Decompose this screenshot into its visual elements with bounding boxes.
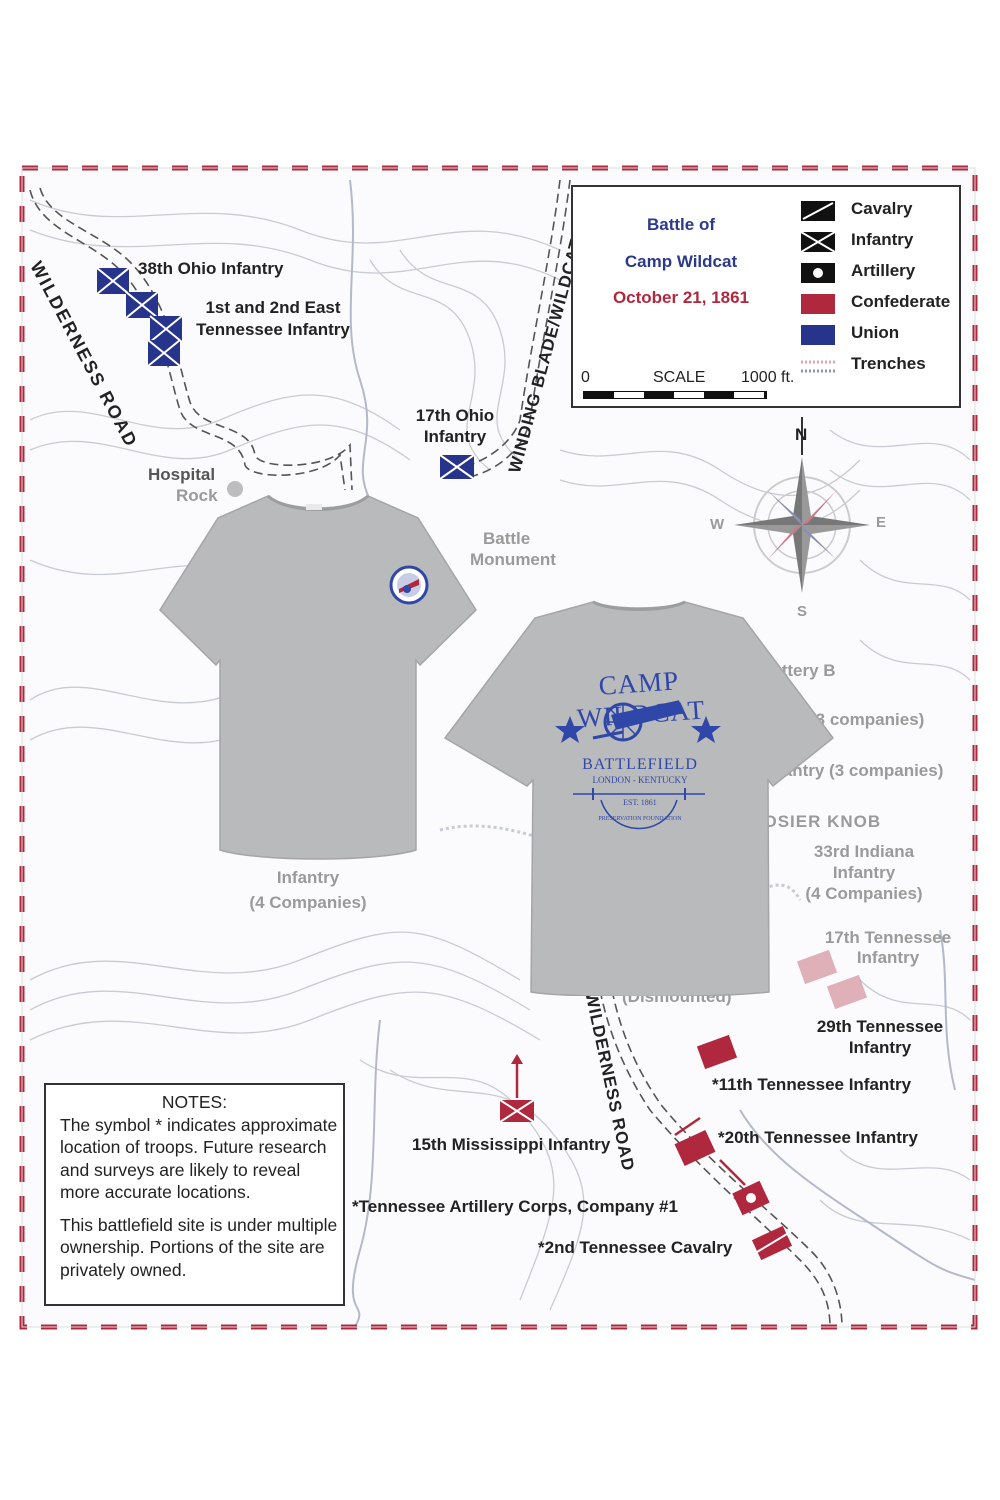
label-17th-tn-2: Infantry	[856, 948, 920, 967]
map-legend: Battle of Camp Wildcat October 21, 1861 …	[571, 185, 961, 408]
compass-s: S	[797, 603, 808, 620]
label-rock: Rock	[176, 486, 218, 505]
compass-rose	[734, 417, 870, 593]
scale-zero: 0	[581, 369, 590, 386]
notes-box: NOTES: The symbol * indicates approximat…	[44, 1083, 345, 1306]
streams	[349, 179, 976, 1328]
label-38th-ohio: 38th Ohio Infantry	[138, 259, 284, 278]
label-tn-artillery: *Tennessee Artillery Corps, Company #1	[352, 1197, 678, 1216]
cannon-icon	[592, 700, 683, 742]
legend-title-1: Battle of	[647, 215, 715, 234]
compass-w: W	[710, 516, 725, 533]
notes-para-2: This battlefield site is under multiple …	[60, 1214, 338, 1280]
scale-label: SCALE	[653, 369, 706, 386]
roads	[29, 179, 843, 1328]
scale-bar: 0 SCALE 1000 ft.	[581, 369, 821, 399]
label-15th-mississippi: 15th Mississippi Infantry	[412, 1135, 611, 1154]
scale-max: 1000 ft.	[741, 369, 795, 386]
label-hospital: Hospital	[148, 465, 216, 484]
back-print-location: LONDON - KENTUCKY	[592, 775, 688, 785]
star-left-icon	[555, 716, 585, 743]
label-17th-tn-1: 17th Tennessee	[824, 928, 952, 947]
tshirt-front	[159, 494, 477, 860]
label-companies: (3 companies)	[810, 710, 925, 729]
label-29th-tn-1: 29th Tennessee	[816, 1017, 944, 1036]
confederate-unit-symbols	[499, 949, 868, 1261]
label-33rd-indiana-2: Infantry	[832, 863, 896, 882]
infantry-symbol-icon	[801, 232, 835, 252]
legend-title-2: Camp Wildcat	[624, 252, 738, 271]
label-2nd-tn-cavalry: *2nd Tennessee Cavalry	[538, 1238, 733, 1257]
union-unit-symbols	[96, 267, 475, 480]
back-print-subtitle: BATTLEFIELD	[582, 756, 698, 773]
label-monument: Monument	[470, 550, 556, 569]
label-east-tn-2: Tennessee Infantry	[196, 320, 350, 339]
compass-e: E	[876, 514, 887, 531]
label-20th-tn: *20th Tennessee Infantry	[718, 1128, 918, 1147]
label-33rd-indiana-1: 33rd Indiana	[813, 842, 915, 861]
label-east-tn-1: 1st and 2nd East	[205, 298, 341, 317]
back-print-foundation: PRESERVATION FOUNDATION	[598, 816, 682, 822]
scale-bar-graphic	[583, 391, 767, 399]
compass-n: N	[795, 425, 808, 444]
notes-para-1: The symbol * indicates approximate locat…	[60, 1114, 338, 1203]
label-17th-ohio-1: 17th Ohio	[415, 406, 495, 425]
label-29th-tn-2: Infantry	[848, 1038, 912, 1057]
label-hoosier-knob: HOOSIER KNOB	[736, 812, 882, 831]
hospital-rock-marker	[227, 481, 243, 497]
label-infantry-3-companies: Infantry (3 companies)	[762, 761, 944, 780]
cavalry-symbol-icon	[801, 201, 835, 221]
label-battle: Battle	[483, 529, 531, 548]
front-logo-emblem	[389, 565, 429, 605]
artillery-symbol-icon	[801, 263, 835, 283]
label-left-infantry-2: (4 Companies)	[249, 893, 367, 912]
tshirt-back	[443, 600, 835, 996]
label-11th-tn: *11th Tennessee Infantry	[712, 1075, 912, 1094]
union-swatch	[801, 325, 835, 345]
back-print-est: EST. 1861	[623, 798, 657, 807]
map-border-inner	[21, 167, 976, 1328]
label-left-infantry-1: Infantry	[276, 868, 340, 887]
trench-symbol-icon	[801, 360, 835, 373]
legend-date: October 21, 1861	[612, 288, 750, 307]
label-33rd-indiana-3: (4 Companies)	[805, 884, 923, 903]
confederate-swatch	[801, 294, 835, 314]
notes-title: NOTES:	[161, 1092, 228, 1112]
label-17th-ohio-2: Infantry	[423, 427, 487, 446]
star-right-icon	[691, 716, 721, 743]
